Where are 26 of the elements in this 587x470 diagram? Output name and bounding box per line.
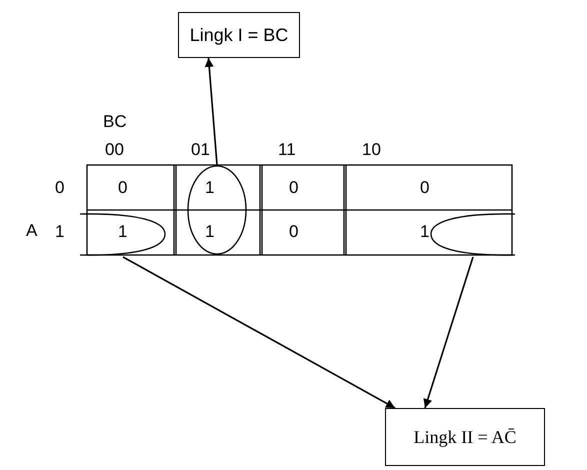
arrow <box>423 256 474 408</box>
group-label: Lingk I = BC <box>190 24 288 46</box>
cell-value: 0 <box>289 178 298 198</box>
arrow <box>204 58 218 166</box>
grouping-loop <box>430 213 516 257</box>
column-header: 11 <box>278 140 296 160</box>
label-box <box>385 408 545 466</box>
label-box <box>178 12 300 58</box>
group-label: Lingk II = AC̄ <box>414 426 516 448</box>
column-header: 01 <box>191 140 210 160</box>
cell-value: 0 <box>420 178 430 198</box>
grouping-loop <box>80 213 166 257</box>
arrow <box>122 256 396 409</box>
cell-value: 1 <box>205 178 214 198</box>
cell-value: 0 <box>118 178 128 198</box>
row-header: 1 <box>55 222 64 242</box>
grouping-loop <box>187 165 247 255</box>
column-header: 00 <box>105 140 124 160</box>
cell-value: 0 <box>289 222 298 242</box>
row-header: 0 <box>55 178 64 198</box>
cell-value: 1 <box>205 222 214 242</box>
axis-label: BC <box>103 112 127 132</box>
cell-value: 1 <box>118 222 128 242</box>
cell-value: 1 <box>420 222 430 242</box>
axis-label: A <box>26 221 38 241</box>
column-header: 10 <box>362 140 381 160</box>
